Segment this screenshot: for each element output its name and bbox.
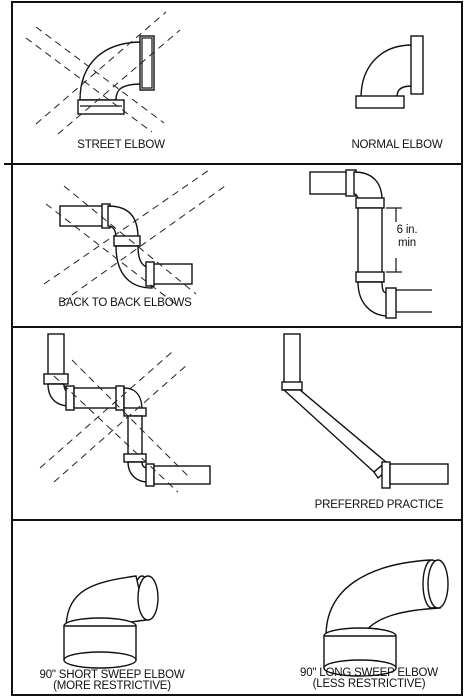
six-inch-label-line2: min xyxy=(398,237,416,249)
six-inch-label-line1: 6 in. xyxy=(396,224,418,236)
street-elbow-caption: STREET ELBOW xyxy=(77,139,165,151)
preferred-practice-caption: PREFERRED PRACTICE xyxy=(314,499,444,511)
crossed-offset-drawing xyxy=(39,333,211,493)
preferred-practice-drawing xyxy=(281,333,449,489)
long-sweep-caption: 90" LONG SWEEP ELBOW (LESS RESTRICTIVE) xyxy=(276,667,462,690)
six-inch-label: 6 in. min xyxy=(392,224,422,250)
normal-elbow-caption: NORMAL ELBOW xyxy=(351,139,443,151)
back-to-back-elbows-drawing xyxy=(43,167,229,307)
short-sweep-caption-line1: 90" SHORT SWEEP ELBOW xyxy=(39,669,185,681)
street-elbow-drawing xyxy=(25,11,181,135)
diagram-frame xyxy=(11,1,463,696)
long-sweep-caption-line2: (LESS RESTRICTIVE) xyxy=(312,678,426,690)
long-sweep-elbow-drawing xyxy=(323,559,449,677)
short-sweep-caption-line2: (MORE RESTRICTIVE) xyxy=(53,680,171,692)
short-sweep-caption: 90" SHORT SWEEP ELBOW (MORE RESTRICTIVE) xyxy=(14,669,210,692)
long-sweep-caption-line1: 90" LONG SWEEP ELBOW xyxy=(300,667,438,679)
short-sweep-elbow-drawing xyxy=(63,575,159,669)
normal-elbow-drawing xyxy=(355,35,424,109)
back-to-back-caption: BACK TO BACK ELBOWS xyxy=(58,297,192,309)
offset-6in-drawing xyxy=(309,169,432,319)
